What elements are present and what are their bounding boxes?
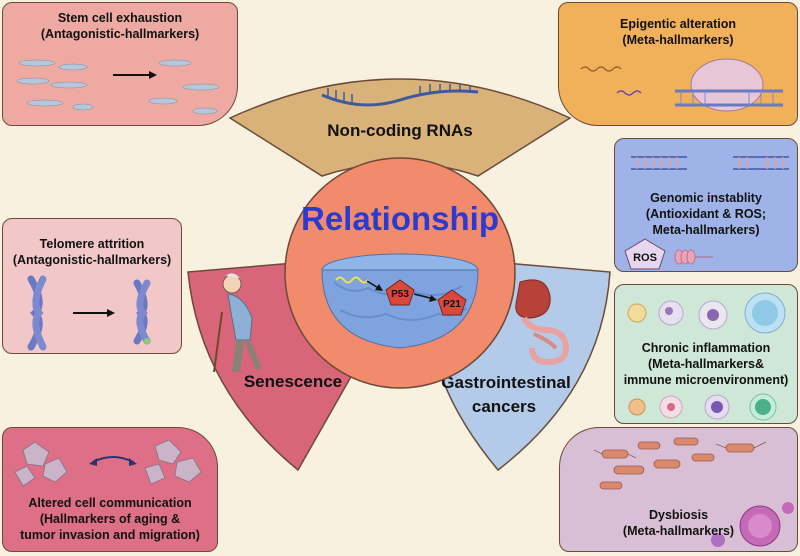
- card-communication-subtitle: (Hallmarkers of aging &: [39, 512, 181, 526]
- virus-icon: [711, 502, 794, 547]
- ros-illustration: ROS: [624, 238, 713, 270]
- immune-cells-top: [627, 292, 786, 334]
- card-communication-title: Altered cell communication: [28, 496, 192, 510]
- epigenetic-illustration: [580, 58, 783, 112]
- elderly-person-icon: [213, 273, 262, 373]
- card-stem-cell-subtitle: (Antagonistic-hallmarkers): [40, 27, 200, 41]
- ros-pentagon-icon: [624, 238, 666, 270]
- bacteria-illustration: [593, 437, 794, 547]
- card-epigenetic-alteration: Epigentic alteration (Meta-hallmarkers): [558, 2, 798, 126]
- card-telomere-title: Telomere attrition: [39, 237, 145, 251]
- card-dysbiosis: Dysbiosis (Meta-hallmarkers): [559, 427, 798, 552]
- sector-right-label-line2: cancers: [472, 397, 536, 416]
- card-chronic-inflammation: Chronic inflammation (Meta-hallmarkers& …: [614, 284, 798, 424]
- short-chromosome-icon: [133, 279, 151, 345]
- p53-pentagon-icon: [385, 279, 415, 306]
- p53-label: P53: [391, 289, 409, 300]
- card-communication-subtitle2: tumor invasion and migration): [20, 528, 200, 542]
- p21-pentagon-icon: [437, 289, 467, 316]
- dna-damage-illustration: [631, 156, 789, 170]
- ros-label: ROS: [633, 252, 657, 264]
- rna-helix-icon: [321, 84, 479, 107]
- chromosome-illustration: [27, 275, 151, 351]
- card-altered-cell-communication: Altered cell communication (Hallmarkers …: [2, 427, 218, 552]
- sector-left-label: Senescence: [244, 372, 342, 391]
- polymerase-icon: [690, 58, 764, 112]
- card-stem-cell-exhaustion: Stem cell exhaustion (Antagonistic-hallm…: [2, 2, 238, 126]
- sector-right-label-line1: Gastrointestinal: [441, 373, 570, 392]
- sector-top-label: Non-coding RNAs: [327, 121, 472, 140]
- card-genomic-subtitle2: Meta-hallmarkers): [652, 223, 760, 237]
- stem-cells-illustration: [16, 59, 220, 115]
- card-genomic-title: Genomic instablity: [650, 191, 762, 205]
- p21-label: P21: [443, 299, 461, 310]
- chromosome-icon: [27, 275, 47, 351]
- card-inflammation-title: Chronic inflammation: [641, 341, 771, 355]
- card-epigenetic-subtitle: (Meta-hallmarkers): [622, 33, 734, 47]
- mrna-wave-icon: [335, 276, 369, 284]
- card-inflammation-subtitle: (Meta-hallmarkers&: [647, 357, 764, 371]
- card-telomere-subtitle: (Antagonistic-hallmarkers): [12, 253, 172, 267]
- cell-communication-illustration: [14, 439, 202, 487]
- card-stem-cell-title: Stem cell exhaustion: [57, 11, 183, 25]
- card-epigenetic-title: Epigentic alteration: [620, 17, 736, 31]
- card-genomic-instability: Genomic instablity (Antioxidant & ROS; M…: [614, 138, 798, 272]
- card-inflammation-subtitle2: immune microenvironment): [623, 373, 789, 387]
- card-dysbiosis-subtitle: (Meta-hallmarkers): [622, 524, 735, 538]
- card-dysbiosis-title: Dysbiosis: [648, 508, 709, 522]
- card-genomic-subtitle: (Antioxidant & ROS;: [645, 207, 767, 221]
- card-telomere-attrition: Telomere attrition (Antagonistic-hallmar…: [2, 218, 182, 354]
- center-title: Relationship: [301, 200, 499, 237]
- immune-cells-bottom: [628, 393, 777, 421]
- stomach-intestine-icon: [515, 279, 570, 366]
